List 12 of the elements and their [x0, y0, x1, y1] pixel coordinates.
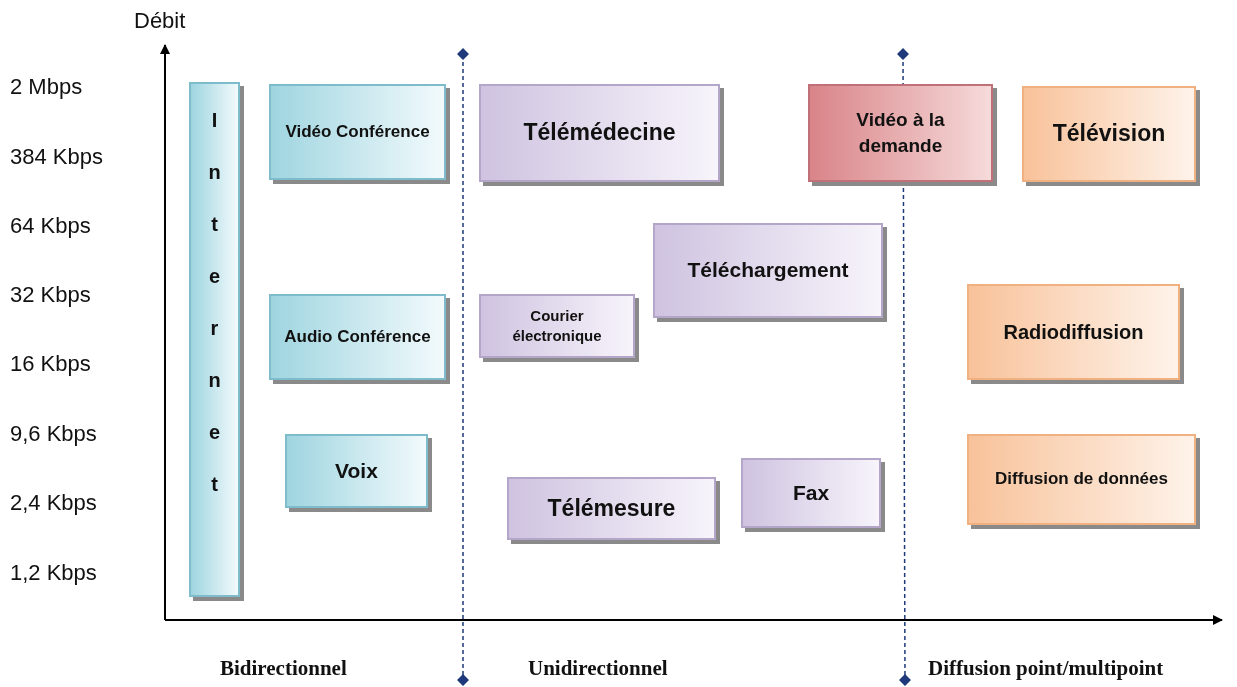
axis-tick-label: 9,6 Kbps: [10, 421, 97, 447]
axis-tick-label: 1,2 Kbps: [10, 560, 97, 586]
axis-title: Débit: [134, 8, 186, 34]
axis-tick-label: 32 Kbps: [10, 282, 91, 308]
axis-tick-label: 16 Kbps: [10, 351, 91, 377]
axis-tick-label: 384 Kbps: [10, 144, 103, 170]
axis-tick-label: 64 Kbps: [10, 213, 91, 239]
category-label: Bidirectionnel: [220, 656, 347, 681]
axis-tick-label: 2,4 Kbps: [10, 490, 97, 516]
category-label: Unidirectionnel: [528, 656, 668, 681]
axis-tick-label: 2 Mbps: [10, 74, 83, 100]
category-label: Diffusion point/multipoint: [928, 656, 1164, 681]
